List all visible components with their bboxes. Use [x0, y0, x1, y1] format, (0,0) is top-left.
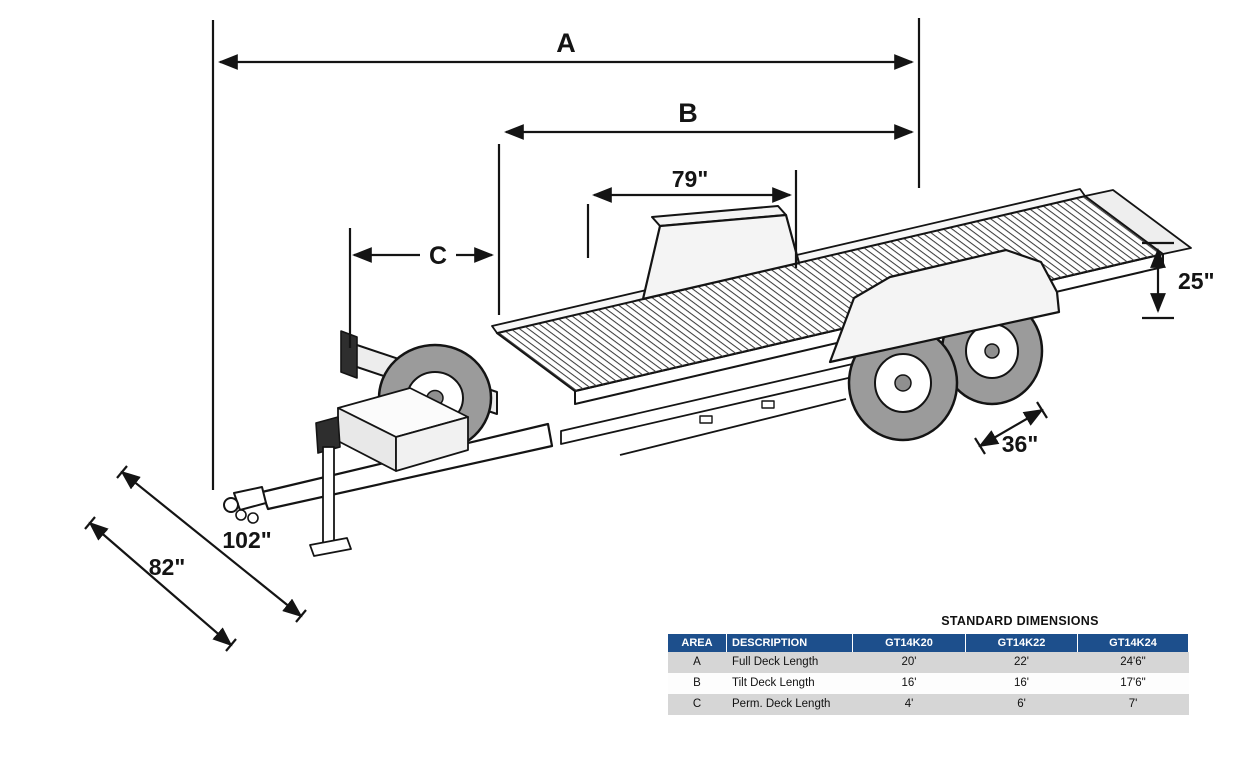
dim-a: A	[211, 18, 921, 490]
row-a-description: Full Deck Length	[732, 656, 819, 668]
row-c-gt14k22: 6'	[1017, 698, 1026, 710]
header-gt14k20: GT14K20	[853, 634, 965, 652]
header-gt14k24: GT14K24	[1078, 634, 1188, 652]
trailer-drawing	[223, 188, 1192, 557]
row-c-gt14k20: 4'	[904, 698, 914, 710]
dim-a-label: A	[556, 28, 576, 58]
tandem-fender	[828, 248, 1061, 364]
row-a-gt14k24: 24'6"	[1120, 656, 1146, 668]
dim-36: 36"	[974, 401, 1048, 457]
dimension-annotations: A B 79" C	[84, 18, 1215, 652]
table-row: C Perm. Deck Length 4' 6' 7'	[668, 694, 1189, 715]
table-header-row: AREA DESCRIPTION GT14K20 GT14K22 GT14K24	[668, 634, 1189, 652]
row-a-gt14k22: 22'	[1014, 656, 1029, 668]
deck-tread-stripes	[497, 196, 1163, 391]
jack-stand	[309, 416, 352, 557]
row-c-area: C	[692, 698, 702, 710]
header-description: DESCRIPTION	[727, 634, 852, 652]
row-c-gt14k24: 7'	[1128, 698, 1138, 710]
dim-b-label: B	[678, 98, 698, 128]
table-row: B Tilt Deck Length 16' 16' 17'6"	[668, 673, 1189, 694]
header-area: AREA	[668, 634, 726, 652]
headboard	[641, 205, 801, 301]
toolbox	[337, 387, 469, 472]
table-title: STANDARD DIMENSIONS	[941, 614, 1099, 628]
row-a-gt14k20: 20'	[901, 656, 917, 668]
dim-25: 25"	[1142, 241, 1215, 320]
dim-b: B	[497, 98, 914, 315]
dim-79-label: 79"	[672, 166, 709, 192]
header-gt14k22: GT14K22	[966, 634, 1077, 652]
row-b-area: B	[693, 677, 701, 689]
dim-36-label: 36"	[1002, 431, 1039, 457]
row-b-gt14k24: 17'6"	[1120, 677, 1146, 689]
standard-dimensions-table: STANDARD DIMENSIONS AREA DESCRIPTION GT1…	[668, 614, 1189, 715]
dim-82: 82"	[84, 516, 237, 652]
dim-c: C	[348, 228, 494, 348]
row-b-description: Tilt Deck Length	[732, 677, 815, 689]
row-a-area: A	[693, 656, 701, 668]
dim-79: 79"	[586, 166, 798, 268]
dim-102-label: 102"	[222, 527, 271, 553]
row-c-description: Perm. Deck Length	[732, 698, 831, 710]
row-b-gt14k22: 16'	[1014, 677, 1029, 689]
dim-c-label: C	[429, 242, 447, 270]
dim-82-label: 82"	[149, 554, 186, 580]
dim-25-label: 25"	[1178, 268, 1215, 294]
table-row: A Full Deck Length 20' 22' 24'6"	[668, 652, 1189, 673]
deck-rear-lip	[1084, 189, 1192, 255]
row-b-gt14k20: 16'	[901, 677, 917, 689]
